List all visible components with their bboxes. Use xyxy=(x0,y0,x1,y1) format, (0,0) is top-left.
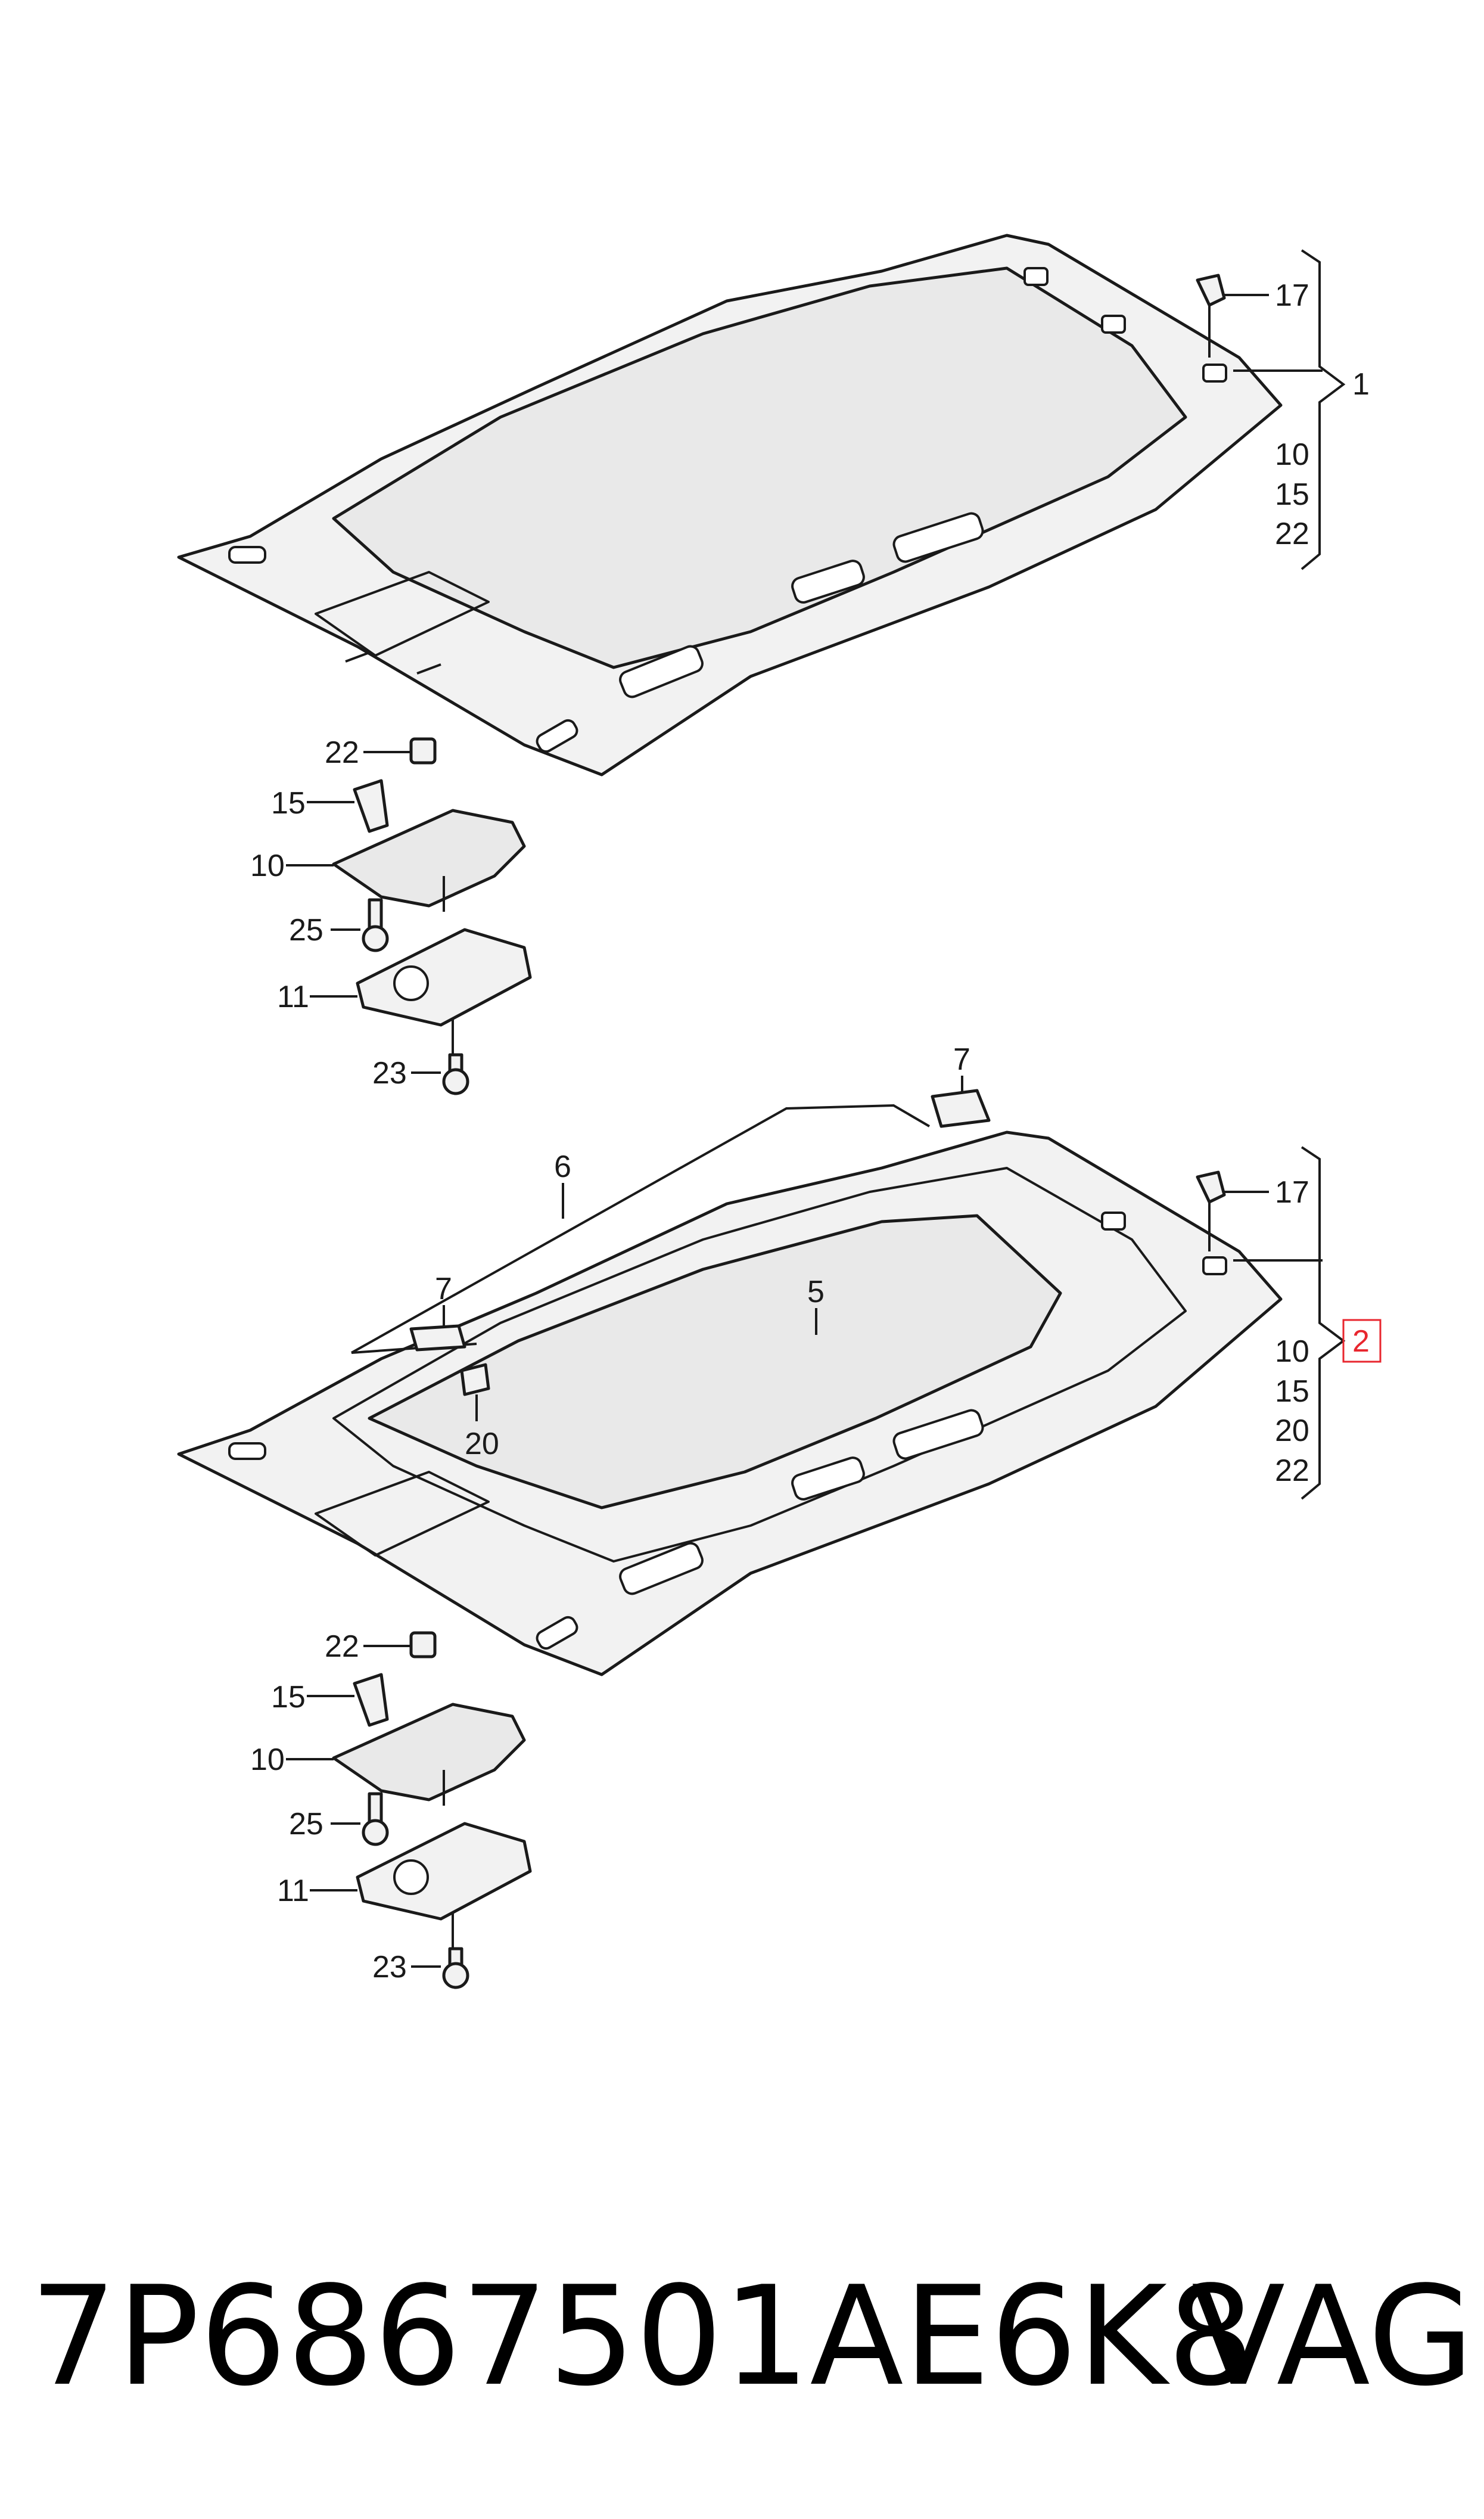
callout-17-bottom: 17 xyxy=(1275,1175,1309,1210)
callout-2: 2 xyxy=(1352,1324,1370,1359)
label-11-bottom: 11 xyxy=(277,1874,309,1908)
callout-10: 10 xyxy=(1275,437,1309,472)
brace-1 xyxy=(1301,249,1346,570)
callout-1: 1 xyxy=(1352,367,1370,402)
callout-15-bottom: 15 xyxy=(1275,1374,1309,1409)
callout-17: 17 xyxy=(1275,278,1309,313)
headliner-sunroof xyxy=(177,1130,1283,1676)
callout-15: 15 xyxy=(1275,477,1309,512)
highlight-box xyxy=(1342,1319,1382,1363)
brand-name: VAG xyxy=(1191,2257,1474,2416)
label-11: 11 xyxy=(277,980,309,1014)
callout-7-top: 7 xyxy=(953,1042,970,1077)
callout-5: 5 xyxy=(807,1275,825,1309)
clip-17-bottom xyxy=(1196,1170,1269,1251)
clip-17-top xyxy=(1196,274,1269,358)
label-22: 22 xyxy=(325,735,359,770)
lamp-assembly-bottom xyxy=(286,1631,532,1989)
seal-outer xyxy=(351,1104,931,1354)
part-number: 7P6867501AE6K8 xyxy=(30,2257,1255,2416)
label-25-bottom: 25 xyxy=(289,1807,323,1841)
label-23: 23 xyxy=(372,1056,407,1091)
label-15-bottom: 15 xyxy=(271,1680,306,1714)
clip-7-left xyxy=(409,1324,466,1352)
label-15: 15 xyxy=(271,786,306,821)
lamp-assembly-top xyxy=(286,737,532,1095)
headliner-top xyxy=(177,234,1283,776)
callout-22-bottom: 22 xyxy=(1275,1453,1309,1488)
label-22-bottom: 22 xyxy=(325,1629,359,1664)
callout-7-left: 7 xyxy=(435,1272,452,1306)
label-10: 10 xyxy=(250,849,285,883)
callout-20: 20 xyxy=(465,1427,499,1461)
clip-20 xyxy=(460,1363,490,1396)
label-23-bottom: 23 xyxy=(372,1950,407,1984)
callout-6: 6 xyxy=(554,1150,571,1184)
callout-20-right: 20 xyxy=(1275,1414,1309,1448)
label-25: 25 xyxy=(289,913,323,948)
clip-7-top xyxy=(931,1089,991,1128)
callout-22: 22 xyxy=(1275,517,1309,551)
callout-10-bottom: 10 xyxy=(1275,1334,1309,1369)
label-10-bottom: 10 xyxy=(250,1743,285,1777)
